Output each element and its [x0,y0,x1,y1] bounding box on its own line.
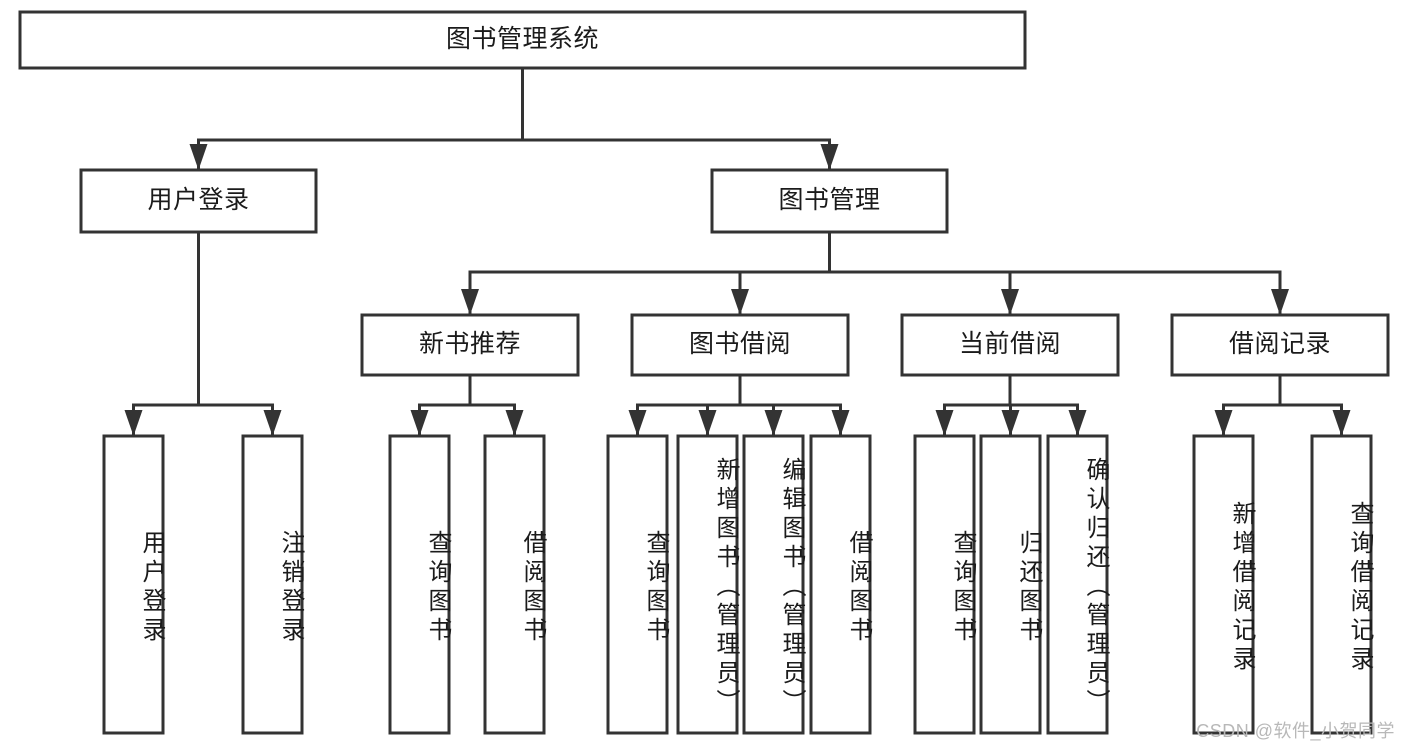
arrow-head-icon [820,144,839,170]
node-box-l3_1[interactable] [360,313,580,377]
node-box-leaf_8[interactable] [809,434,872,735]
arrow-head-icon [628,410,647,436]
boxes-layer [18,10,1390,735]
arrow-head-icon [461,289,479,315]
arrow-head-icon [935,410,954,436]
arrow-head-icon [1214,410,1233,436]
node-box-leaf_11[interactable] [1046,434,1109,735]
arrow-head-icon [1068,410,1087,436]
node-box-leaf_7[interactable] [742,434,805,735]
node-box-leaf_9[interactable] [913,434,976,735]
arrow-head-icon [831,410,850,436]
node-box-leaf_10[interactable] [979,434,1042,735]
arrow-head-icon [189,144,208,170]
node-box-leaf_1[interactable] [102,434,165,735]
node-box-l2_2[interactable] [710,168,949,234]
arrow-head-icon [731,289,749,315]
arrow-head-icon [764,410,783,436]
node-box-leaf_4[interactable] [483,434,546,735]
node-box-leaf_12[interactable] [1192,434,1255,735]
node-box-l3_2[interactable] [630,313,850,377]
edges-layer [124,66,1351,436]
arrow-head-icon [1001,410,1020,436]
node-box-l3_4[interactable] [1170,313,1390,377]
node-box-leaf_5[interactable] [606,434,669,735]
arrow-head-icon [1271,289,1289,315]
arrow-head-icon [698,410,717,436]
arrow-head-icon [1332,410,1351,436]
node-box-l2_1[interactable] [79,168,318,234]
node-box-leaf_13[interactable] [1310,434,1373,735]
node-box-l3_3[interactable] [900,313,1120,377]
arrow-head-icon [410,410,429,436]
arrow-head-icon [1001,289,1019,315]
node-box-leaf_6[interactable] [676,434,739,735]
node-box-leaf_3[interactable] [388,434,451,735]
arrow-head-icon [263,410,282,436]
arrow-head-icon [124,410,143,436]
node-box-root[interactable] [18,10,1027,70]
arrow-head-icon [505,410,524,436]
node-box-leaf_2[interactable] [241,434,304,735]
